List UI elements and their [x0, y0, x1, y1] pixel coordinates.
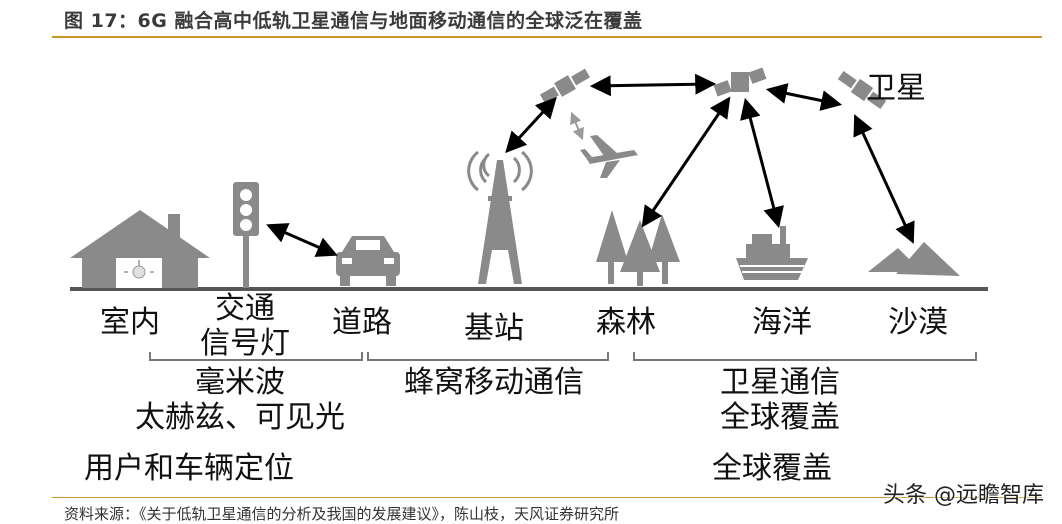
link-satellite-plane	[570, 111, 584, 141]
bracket-satellite	[633, 352, 977, 361]
link-sat-right-desert	[853, 114, 915, 244]
bottom-label-global-coverage: 全球覆盖	[712, 451, 832, 486]
satellite-label: 卫星	[866, 71, 926, 106]
link-sat-left-tower	[505, 96, 557, 154]
base-station-icon	[467, 150, 533, 284]
group-cellular-label: 蜂窝移动通信	[404, 365, 584, 400]
house-icon	[70, 210, 210, 288]
bottom-label-positioning: 用户和车辆定位	[84, 451, 294, 486]
airplane-icon	[580, 135, 638, 178]
watermark: 头条 @远瞻智库	[883, 483, 1044, 508]
link-sat-center-forest	[641, 96, 731, 228]
ship-icon	[736, 226, 808, 280]
satellite-left-icon	[539, 68, 591, 104]
source-note: 资料来源：《关于低轨卫星通信的分析及我国的发展建议》，陈山枝，天风证券研究所	[64, 505, 620, 523]
group-satellite-label: 卫星通信 全球覆盖	[720, 365, 840, 435]
location-road: 道路	[332, 305, 392, 340]
link-sat-left-center	[589, 73, 717, 97]
location-base-station: 基站	[464, 311, 524, 346]
traffic-light-icon	[233, 182, 259, 288]
location-desert: 沙漠	[888, 305, 948, 340]
location-forest: 森林	[596, 305, 656, 340]
car-icon	[336, 236, 400, 286]
bracket-cellular	[367, 352, 609, 361]
link-light-car	[266, 223, 338, 257]
satellite-right-icon	[837, 70, 887, 110]
location-ocean: 海洋	[752, 305, 812, 340]
satellite-center-icon	[713, 67, 767, 97]
link-sat-center-ship	[740, 97, 784, 229]
figure-title: 图 17：6G 融合高中低轨卫星通信与地面移动通信的全球泛在覆盖	[64, 10, 643, 32]
forest-icon	[596, 210, 680, 286]
location-indoor: 室内	[100, 305, 160, 340]
footer-divider	[52, 497, 1042, 498]
desert-icon	[868, 242, 960, 276]
title-divider	[52, 36, 1042, 38]
bracket-mmwave	[149, 352, 363, 361]
group-mmwave-label: 毫米波 太赫兹、可见光	[135, 365, 345, 435]
location-traffic-light: 交通 信号灯	[200, 291, 290, 361]
link-sat-center-right	[765, 83, 843, 111]
